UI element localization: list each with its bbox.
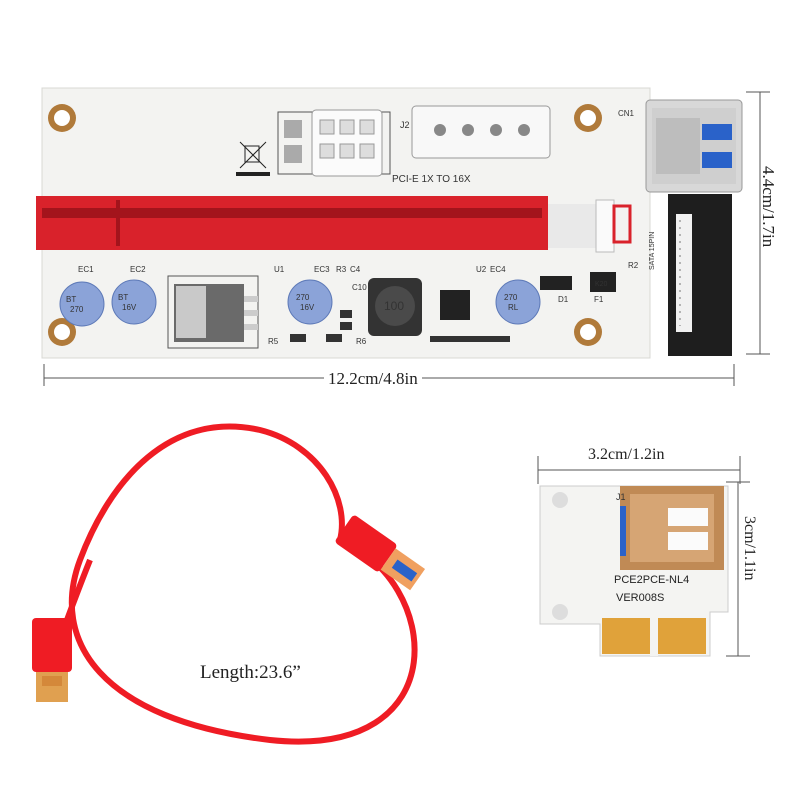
svg-text:RL: RL xyxy=(508,303,519,312)
svg-text:R2: R2 xyxy=(628,261,639,270)
pcie-x16-slot xyxy=(36,196,548,250)
riser-width-label: 12.2cm/4.8in xyxy=(324,369,422,389)
svg-text:R6: R6 xyxy=(356,337,367,346)
svg-text:U2: U2 xyxy=(476,265,487,274)
svg-text:K20: K20 xyxy=(595,281,608,288)
svg-text:16V: 16V xyxy=(122,303,137,312)
adapter-version-label: VER008S xyxy=(616,592,665,604)
svg-text:270: 270 xyxy=(296,293,310,302)
svg-text:EC4: EC4 xyxy=(490,265,506,274)
svg-text:R3: R3 xyxy=(336,265,347,274)
ic-u2 xyxy=(440,290,470,320)
usb-plug-right xyxy=(335,515,426,591)
silk-pcie: PCI-E 1X TO 16X xyxy=(392,174,471,185)
capacitor-ec1: BT 270 xyxy=(59,281,105,327)
svg-text:16V: 16V xyxy=(300,303,315,312)
adapter-height-label: 3cm/1.1in xyxy=(741,516,758,581)
svg-text:D1: D1 xyxy=(558,295,569,304)
svg-text:270: 270 xyxy=(70,305,84,314)
weee-bin-icon xyxy=(236,141,270,176)
capacitor-ec3: 270 16V xyxy=(287,279,333,325)
svg-text:C10: C10 xyxy=(352,283,367,292)
svg-text:270: 270 xyxy=(504,293,518,302)
svg-text:F1: F1 xyxy=(594,295,604,304)
svg-text:CN1: CN1 xyxy=(618,109,635,118)
adapter-width-label: 3.2cm/1.2in xyxy=(588,446,665,463)
cable-length-label: Length:23.6” xyxy=(200,662,301,683)
svg-text:U1: U1 xyxy=(274,265,285,274)
usb-cable-wire xyxy=(68,423,418,745)
svg-text:J1: J1 xyxy=(616,492,626,502)
svg-text:EC3: EC3 xyxy=(314,265,330,274)
svg-text:C4: C4 xyxy=(350,265,361,274)
svg-text:EC1: EC1 xyxy=(78,265,94,274)
adapter-model-label: PCE2PCE-NL4 xyxy=(614,574,690,586)
svg-text:100: 100 xyxy=(384,299,404,313)
silk-j2: J2 xyxy=(400,120,410,130)
svg-text:SATA 15PIN: SATA 15PIN xyxy=(649,232,656,270)
capacitor-ec4: 270 RL xyxy=(495,279,541,325)
fuse-f1 xyxy=(590,272,616,292)
svg-text:EC2: EC2 xyxy=(130,265,146,274)
riser-height-label: 4.4cm/1.7in xyxy=(759,166,778,248)
molex-connector xyxy=(411,105,551,159)
svg-text:BT: BT xyxy=(66,295,76,304)
diode-d1 xyxy=(540,276,572,290)
svg-text:R5: R5 xyxy=(268,337,279,346)
usb-plug-left xyxy=(32,618,72,702)
capacitor-ec2: BT 16V xyxy=(111,279,157,325)
svg-text:BT: BT xyxy=(118,293,128,302)
